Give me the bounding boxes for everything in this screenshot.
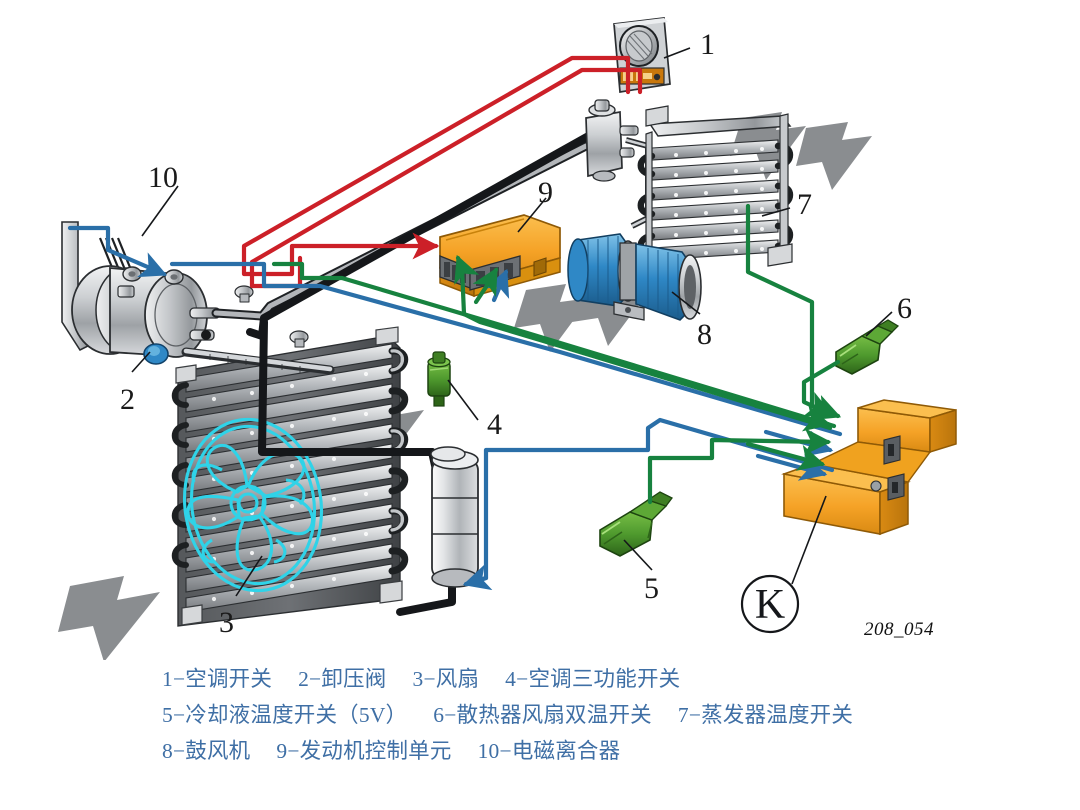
figure-id: 208_054 (864, 619, 934, 640)
callout-8: 8 (697, 318, 712, 351)
legend-item-3: 3−风扇 (412, 667, 480, 691)
legend-item-1: 1−空调开关 (162, 667, 273, 691)
k-marker: K (740, 495, 827, 634)
compressor-assembly (61, 221, 335, 375)
ac-triple-function-switch (427, 351, 451, 407)
callout-2: 2 (120, 383, 135, 416)
legend-item-2: 2−卸压阀 (298, 667, 387, 691)
legend: 1−空调开关 2−卸压阀 3−风扇 4−空调三功能开关 5−冷却液温度开关（5V… (0, 662, 1080, 810)
radiator-fan-dual-temp-switch (835, 319, 900, 375)
receiver-drier (430, 446, 479, 588)
coolant-temp-switch (599, 491, 673, 557)
callout-3: 3 (219, 606, 234, 639)
callout-leaders (131, 47, 893, 597)
legend-row-1: 1−空调开关 2−卸压阀 3−风扇 4−空调三功能开关 (0, 662, 1080, 698)
legend-item-5: 5−冷却液温度开关（5V） (162, 703, 408, 727)
blower-assembly (567, 233, 702, 321)
legend-item-8: 8−鼓风机 (162, 739, 251, 763)
ac-system-schematic: K (58, 17, 957, 660)
legend-row-3: 8−鼓风机 9−发动机控制单元 10−电磁离合器 (0, 734, 1080, 770)
callout-4: 4 (487, 408, 502, 441)
callout-5: 5 (644, 572, 659, 605)
wires-green (271, 203, 842, 505)
callout-9: 9 (538, 176, 553, 209)
legend-item-9: 9−发动机控制单元 (276, 739, 452, 763)
legend-item-6: 6−散热器风扇双温开关 (433, 703, 652, 727)
k-marker-text: K (755, 582, 785, 628)
callout-6: 6 (897, 292, 912, 325)
legend-item-7: 7−蒸发器温度开关 (677, 703, 854, 727)
legend-item-4: 4−空调三功能开关 (505, 667, 681, 691)
callout-10: 10 (148, 161, 178, 194)
callout-1: 1 (700, 28, 715, 61)
legend-item-10: 10−电磁离合器 (477, 739, 621, 763)
legend-row-2: 5−冷却液温度开关（5V） 6−散热器风扇双温开关 7−蒸发器温度开关 (0, 698, 1080, 734)
callout-7: 7 (797, 188, 812, 221)
cooling-fan-wireframe (182, 417, 324, 593)
